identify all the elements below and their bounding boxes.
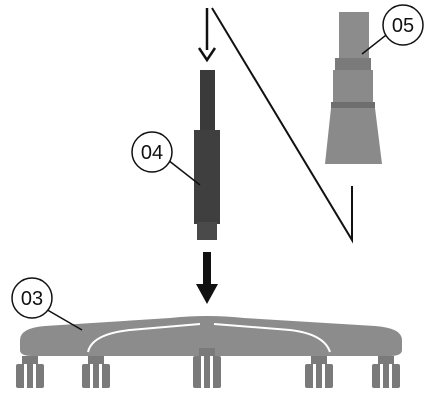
base-body: [20, 316, 402, 356]
arrow-shaft: [203, 252, 211, 286]
caster-group: [16, 348, 400, 388]
cover-bottom-segment: [325, 108, 382, 164]
caster: [372, 356, 400, 388]
caster: [82, 356, 110, 388]
callout-circle: [382, 4, 424, 46]
caster: [193, 348, 221, 388]
base-highlight-right: [213, 323, 331, 353]
gas-lift-tip: [197, 222, 217, 240]
arrow-down-icon: [196, 284, 218, 304]
gas-lift-piston: [200, 70, 215, 132]
gas-lift: [194, 70, 220, 240]
callout-05: 05: [361, 4, 424, 55]
callout-leader: [43, 307, 83, 331]
callout-04: 04: [131, 131, 201, 186]
insert-arrow-top: [197, 8, 217, 63]
callout-label: 05: [392, 15, 414, 37]
callout-label: 04: [141, 142, 163, 164]
callout-circle: [11, 277, 53, 319]
cover-ring-1: [335, 58, 371, 70]
cover-mid-segment: [333, 70, 373, 104]
insert-arrow-bottom: [196, 252, 218, 304]
cover-ring-2: [331, 102, 375, 108]
leader-zigzag: [211, 7, 353, 244]
base-highlight-left: [87, 323, 201, 353]
callout-leader: [167, 159, 201, 186]
arrow-down-icon: [197, 47, 217, 63]
gas-lift-cylinder: [194, 130, 220, 224]
caster: [16, 356, 44, 388]
callout-03: 03: [11, 277, 83, 331]
caster: [305, 356, 333, 388]
callout-circle: [131, 131, 173, 173]
chair-base: [20, 316, 402, 356]
telescopic-cover: [325, 12, 382, 164]
callout-label: 03: [21, 288, 43, 310]
